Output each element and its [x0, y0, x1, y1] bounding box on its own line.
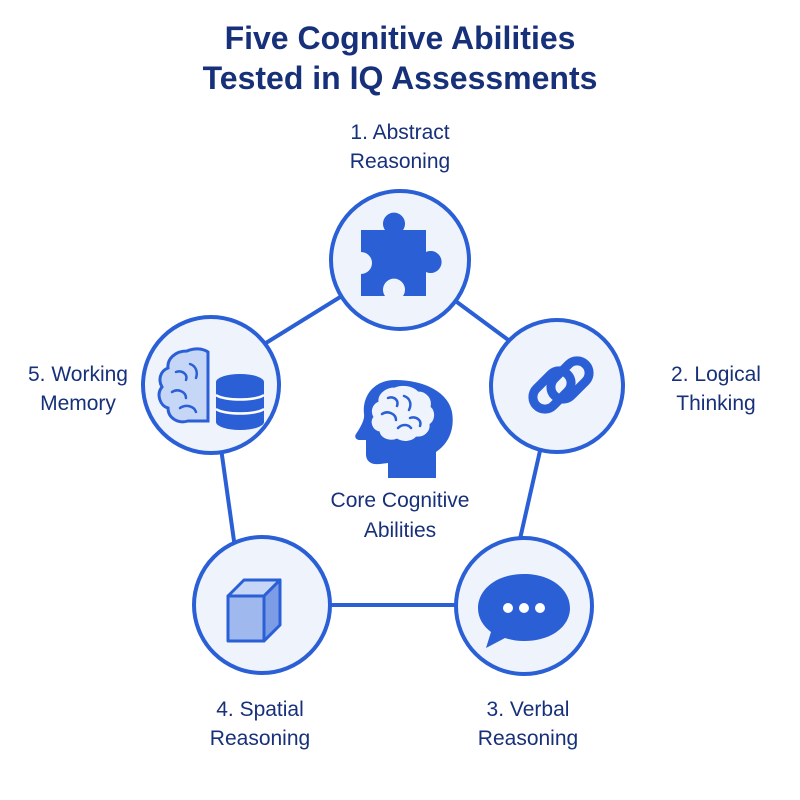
center-label: Core Cognitive Abilities — [300, 486, 500, 546]
node-2-line-2: Thinking — [676, 392, 756, 415]
puzzle-piece-icon — [361, 212, 442, 296]
node-4-line-2: Reasoning — [209, 727, 311, 750]
head-brain-icon — [355, 380, 453, 478]
node-1-line-1: 1. Abstract — [350, 121, 450, 144]
brain-database-icon — [157, 347, 265, 430]
center-line-2: Abilities — [363, 519, 437, 542]
node-label-verbal-reasoning: 3. Verbal Reasoning — [450, 695, 606, 753]
node-label-working-memory: 5. Working Memory — [4, 360, 152, 418]
node-2-line-1: 2. Logical — [671, 363, 761, 386]
node-2-circle — [489, 318, 625, 454]
diagram-title: Five Cognitive Abilities Tested in IQ As… — [0, 18, 800, 98]
node-5-line-1: 5. Working — [28, 363, 128, 386]
node-1-line-2: Reasoning — [349, 150, 451, 173]
title-line-2: Tested in IQ Assessments — [202, 60, 598, 96]
node-label-abstract-reasoning: 1. Abstract Reasoning — [300, 118, 500, 176]
chain-link-icon — [528, 356, 594, 414]
node-4-circle — [192, 535, 332, 675]
node-5-circle — [141, 315, 281, 455]
node-3-circle — [454, 536, 594, 676]
title-line-1: Five Cognitive Abilities — [224, 20, 576, 56]
node-5-line-2: Memory — [40, 392, 116, 415]
node-3-line-2: Reasoning — [477, 727, 579, 750]
node-3-line-1: 3. Verbal — [486, 698, 570, 721]
node-label-logical-thinking: 2. Logical Thinking — [636, 360, 796, 418]
center-line-1: Core Cognitive — [330, 489, 470, 512]
speech-bubble-icon — [478, 574, 570, 648]
node-label-spatial-reasoning: 4. Spatial Reasoning — [182, 695, 338, 753]
node-abstract-reasoning — [329, 189, 471, 331]
cube-icon — [226, 578, 282, 643]
node-4-line-1: 4. Spatial — [216, 698, 304, 721]
